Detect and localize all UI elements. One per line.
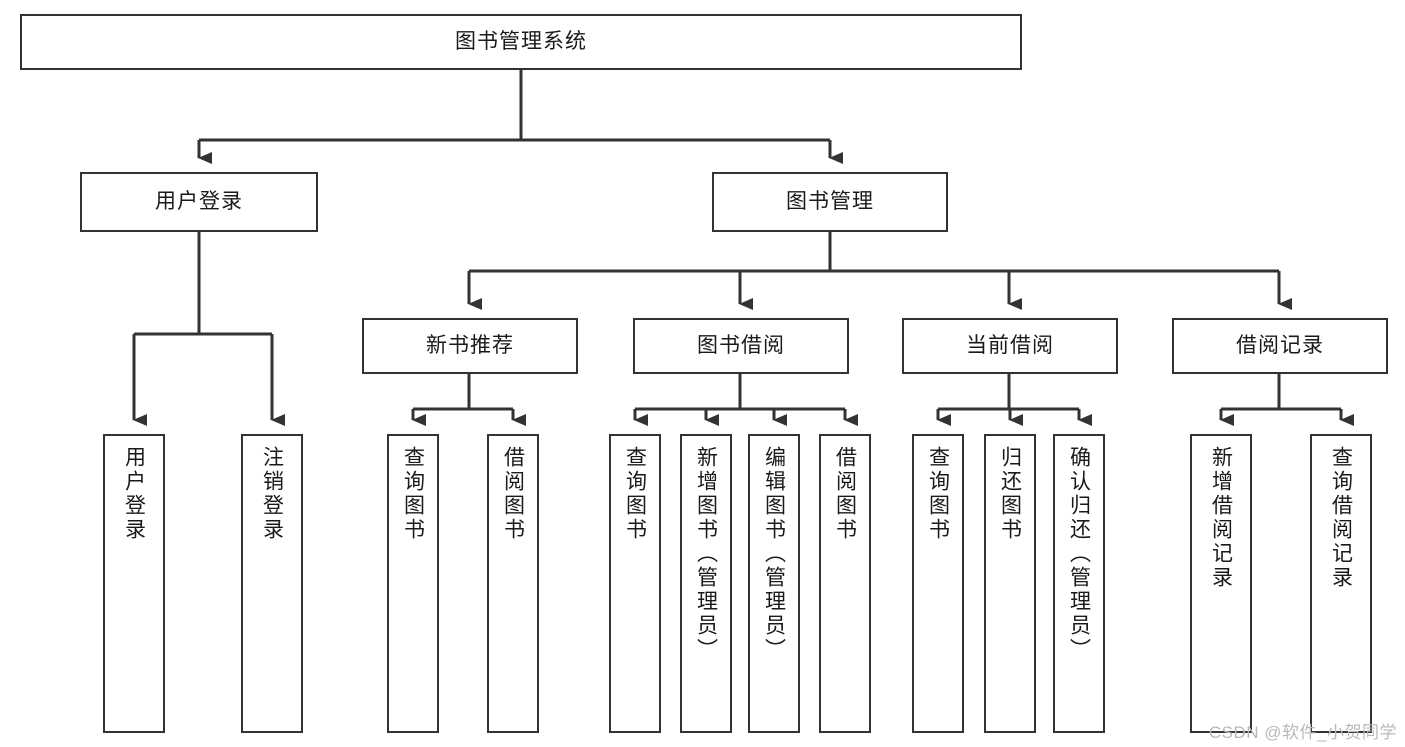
- node-label: 确认归还（管理员）: [1067, 446, 1091, 662]
- node-label: 图书管理: [786, 190, 874, 214]
- node-label: 新书推荐: [426, 334, 514, 358]
- node-book-borrow[interactable]: 图书借阅: [633, 318, 849, 374]
- node-new-book-recommend[interactable]: 新书推荐: [362, 318, 578, 374]
- node-label: 当前借阅: [966, 334, 1054, 358]
- leaf-borrow-book-recommend[interactable]: 借阅图书: [487, 434, 539, 733]
- node-label: 归还图书: [998, 446, 1022, 542]
- node-root-system[interactable]: 图书管理系统: [20, 14, 1022, 70]
- node-label: 查询图书: [623, 446, 647, 542]
- leaf-query-borrow-record[interactable]: 查询借阅记录: [1310, 434, 1372, 733]
- node-borrow-record[interactable]: 借阅记录: [1172, 318, 1388, 374]
- leaf-query-book-current[interactable]: 查询图书: [912, 434, 964, 733]
- node-label: 查询图书: [926, 446, 950, 542]
- node-label: 借阅图书: [501, 446, 525, 542]
- leaf-logout[interactable]: 注销登录: [241, 434, 303, 733]
- node-label: 借阅记录: [1236, 334, 1324, 358]
- leaf-borrow-book[interactable]: 借阅图书: [819, 434, 871, 733]
- leaf-edit-book-admin[interactable]: 编辑图书（管理员）: [748, 434, 800, 733]
- leaf-return-book[interactable]: 归还图书: [984, 434, 1036, 733]
- leaf-confirm-return-admin[interactable]: 确认归还（管理员）: [1053, 434, 1105, 733]
- leaf-query-book-recommend[interactable]: 查询图书: [387, 434, 439, 733]
- node-label: 查询图书: [401, 446, 425, 542]
- node-label: 编辑图书（管理员）: [762, 446, 786, 662]
- node-label: 借阅图书: [833, 446, 857, 542]
- node-current-borrow[interactable]: 当前借阅: [902, 318, 1118, 374]
- csdn-watermark: CSDN @软件_小贺同学: [1208, 723, 1397, 742]
- node-label: 新增图书（管理员）: [694, 446, 718, 662]
- node-label: 查询借阅记录: [1329, 446, 1353, 590]
- node-label: 用户登录: [155, 190, 243, 214]
- node-user-login[interactable]: 用户登录: [80, 172, 318, 232]
- node-label: 图书借阅: [697, 334, 785, 358]
- node-book-management[interactable]: 图书管理: [712, 172, 948, 232]
- node-label: 图书管理系统: [455, 30, 587, 54]
- leaf-user-login[interactable]: 用户登录: [103, 434, 165, 733]
- node-label: 注销登录: [260, 446, 284, 542]
- node-label: 用户登录: [122, 446, 146, 542]
- node-label: 新增借阅记录: [1209, 446, 1233, 590]
- leaf-add-book-admin[interactable]: 新增图书（管理员）: [680, 434, 732, 733]
- leaf-add-borrow-record[interactable]: 新增借阅记录: [1190, 434, 1252, 733]
- leaf-query-book-borrow[interactable]: 查询图书: [609, 434, 661, 733]
